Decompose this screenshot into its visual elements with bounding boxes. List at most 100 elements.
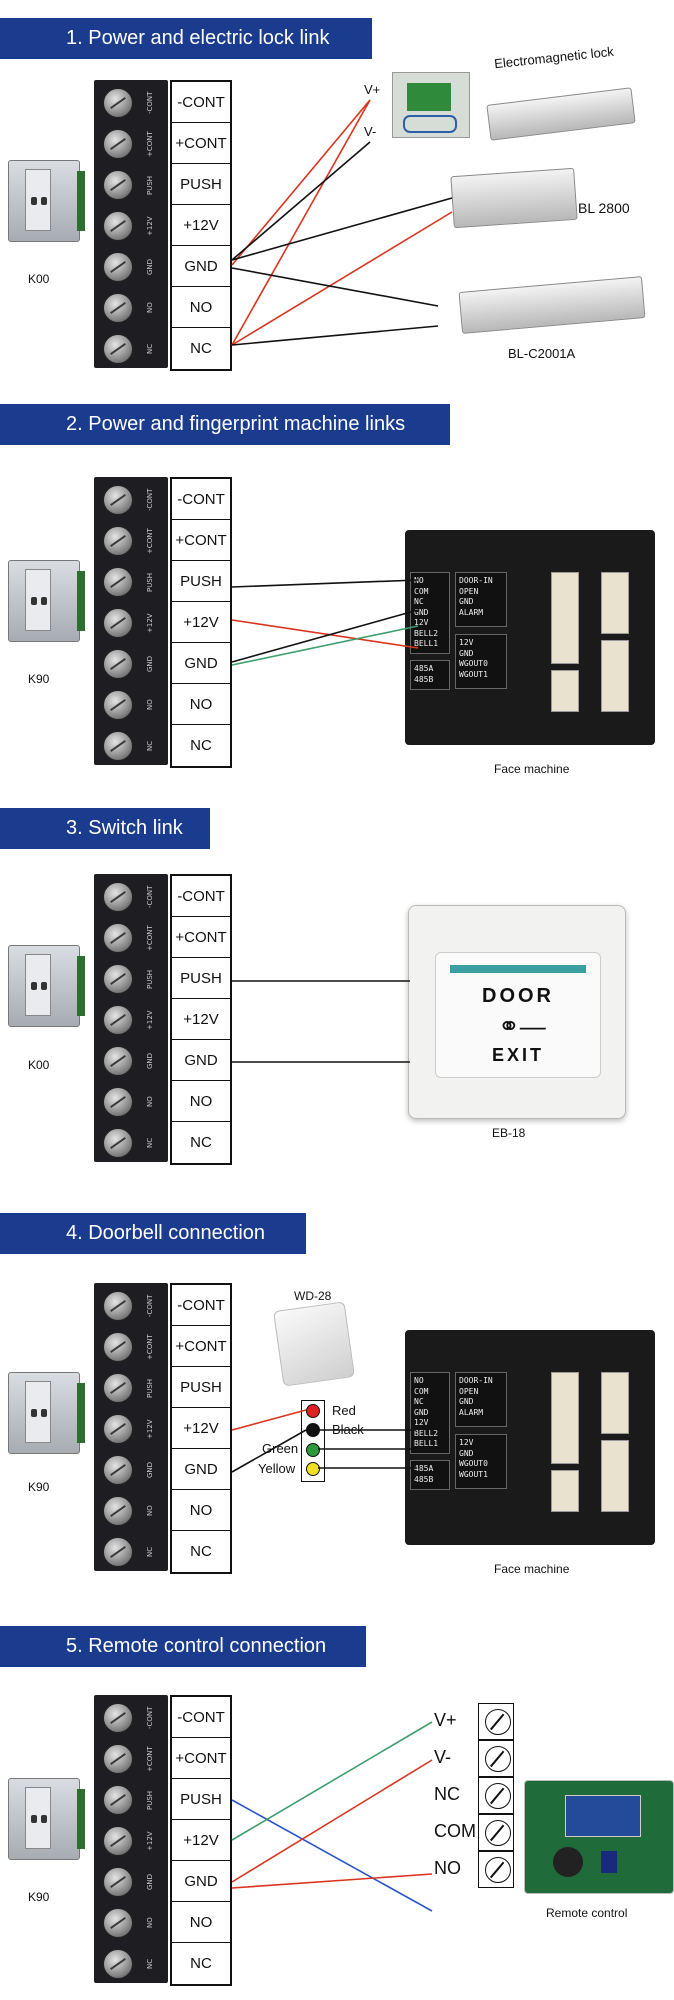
terminal-screw xyxy=(103,1087,133,1117)
machine-pin-label: WGOUT0 xyxy=(459,659,488,668)
remote-terminal-label: NC xyxy=(434,1784,460,1804)
terminal-label: NO xyxy=(172,1902,230,1943)
machine-pin-label: GND xyxy=(459,648,474,658)
machine-pin-label: DOOR-IN xyxy=(459,576,493,585)
machine-pin-label: BELL1 xyxy=(414,1439,439,1448)
terminal-screw xyxy=(103,1455,133,1485)
terminal-screw xyxy=(103,1703,133,1733)
terminal-label: NC xyxy=(190,1543,212,1560)
machine-pin-label: 485A xyxy=(414,664,434,673)
terminal-label: +12V xyxy=(172,999,230,1040)
wire-push-doorin xyxy=(231,579,419,588)
terminal-label: GND xyxy=(172,643,230,684)
remote-terminal-label: V- xyxy=(434,1747,452,1767)
terminal-screw xyxy=(103,1949,133,1979)
terminal-screw xyxy=(103,334,133,364)
terminal-label: +CONT xyxy=(172,123,230,164)
remote-terminal-screw xyxy=(478,1814,514,1851)
terminal-screw xyxy=(103,211,133,241)
machine-pin-label: COM xyxy=(414,1386,429,1396)
access-controller-device xyxy=(8,160,85,242)
terminal-label: -CONT xyxy=(172,1697,230,1738)
terminal-screw xyxy=(103,1537,133,1567)
terminal-label: NC xyxy=(190,1134,212,1151)
machine-pin-label: OPEN xyxy=(459,586,479,596)
face-machine-caption: Face machine xyxy=(494,1562,570,1576)
terminal-screw xyxy=(103,567,133,597)
terminal-screw xyxy=(103,882,133,912)
terminal-label: -CONT xyxy=(172,82,230,123)
wire-gnd xyxy=(231,609,419,663)
bell-yellow-dot xyxy=(306,1462,320,1476)
machine-pin-label: WGOUT1 xyxy=(459,1469,488,1479)
terminal-label: +12V xyxy=(172,1820,230,1861)
machine-pin-label: BELL2 xyxy=(414,1428,439,1438)
terminal-label: PUSH xyxy=(172,1779,230,1820)
machine-pin-label: NC xyxy=(414,1397,424,1406)
bell-red-label: Red xyxy=(332,1403,356,1418)
machine-pin-label: 485A xyxy=(414,1464,434,1473)
terminal-label: PUSH xyxy=(172,1367,230,1408)
remote-terminal-screw xyxy=(478,1777,514,1814)
terminal-label: NC xyxy=(190,1955,212,1972)
wire-gnd-com xyxy=(231,1873,433,1889)
remote-control-board-image xyxy=(524,1780,674,1894)
wire-push-no xyxy=(231,1799,433,1912)
machine-pin-label: COM xyxy=(414,586,429,596)
machine-pin-label: GND xyxy=(459,1448,474,1458)
machine-pin-label: BELL2 xyxy=(414,628,439,638)
terminal-label: +12V xyxy=(172,1408,230,1449)
bell-red-dot xyxy=(306,1404,320,1418)
terminal-screw xyxy=(103,731,133,761)
terminal-screw xyxy=(103,608,133,638)
terminal-label: NO xyxy=(172,684,230,725)
terminal-screw xyxy=(103,1046,133,1076)
section-remote: 5. Remote control connection xyxy=(0,1626,674,2000)
wire-bell-black xyxy=(231,1429,307,1473)
machine-pin-label: GND xyxy=(414,607,429,617)
remote-terminal-label: COM xyxy=(434,1821,476,1841)
wire-nc-blc2001a xyxy=(231,325,439,346)
switch-bottom-label: EXIT xyxy=(491,1045,544,1065)
section-fingerprint: 2. Power and fingerprint machine links xyxy=(0,404,674,784)
terminal-label: GND xyxy=(172,1449,230,1490)
terminal-label: PUSH xyxy=(172,561,230,602)
wire-gnd-vminus xyxy=(231,1759,433,1883)
device-label: K00 xyxy=(28,272,50,286)
terminal-label: -CONT xyxy=(172,1285,230,1326)
machine-pin-label: 12V xyxy=(459,638,474,647)
terminal-label: GND xyxy=(172,1861,230,1902)
machine-pin-label: 12V xyxy=(414,618,429,627)
device-label: K90 xyxy=(28,672,50,686)
terminal-label: -CONT xyxy=(172,479,230,520)
bell-green-dot xyxy=(306,1443,320,1457)
terminal-screw xyxy=(103,1128,133,1158)
wire-bell-red xyxy=(231,1409,307,1431)
machine-pin-label: GND xyxy=(414,1407,429,1417)
terminal-label: PUSH xyxy=(172,164,230,205)
wire-12v xyxy=(231,619,419,649)
section-title: 4. Doorbell connection xyxy=(0,1213,306,1254)
bell-yellow-label: Yellow xyxy=(258,1461,296,1476)
wire-vminus xyxy=(231,141,371,261)
access-controller-device xyxy=(8,1778,85,1860)
wire-nc-bl2800 xyxy=(231,211,453,346)
terminal-screw xyxy=(103,649,133,679)
terminal-label: +CONT xyxy=(172,1738,230,1779)
terminal-label: GND xyxy=(172,1040,230,1081)
machine-pin-label: 12V xyxy=(414,1418,429,1427)
terminal-label: GND xyxy=(172,246,230,287)
terminal-label: NC xyxy=(190,737,212,754)
machine-pin-label: GND xyxy=(459,597,474,606)
